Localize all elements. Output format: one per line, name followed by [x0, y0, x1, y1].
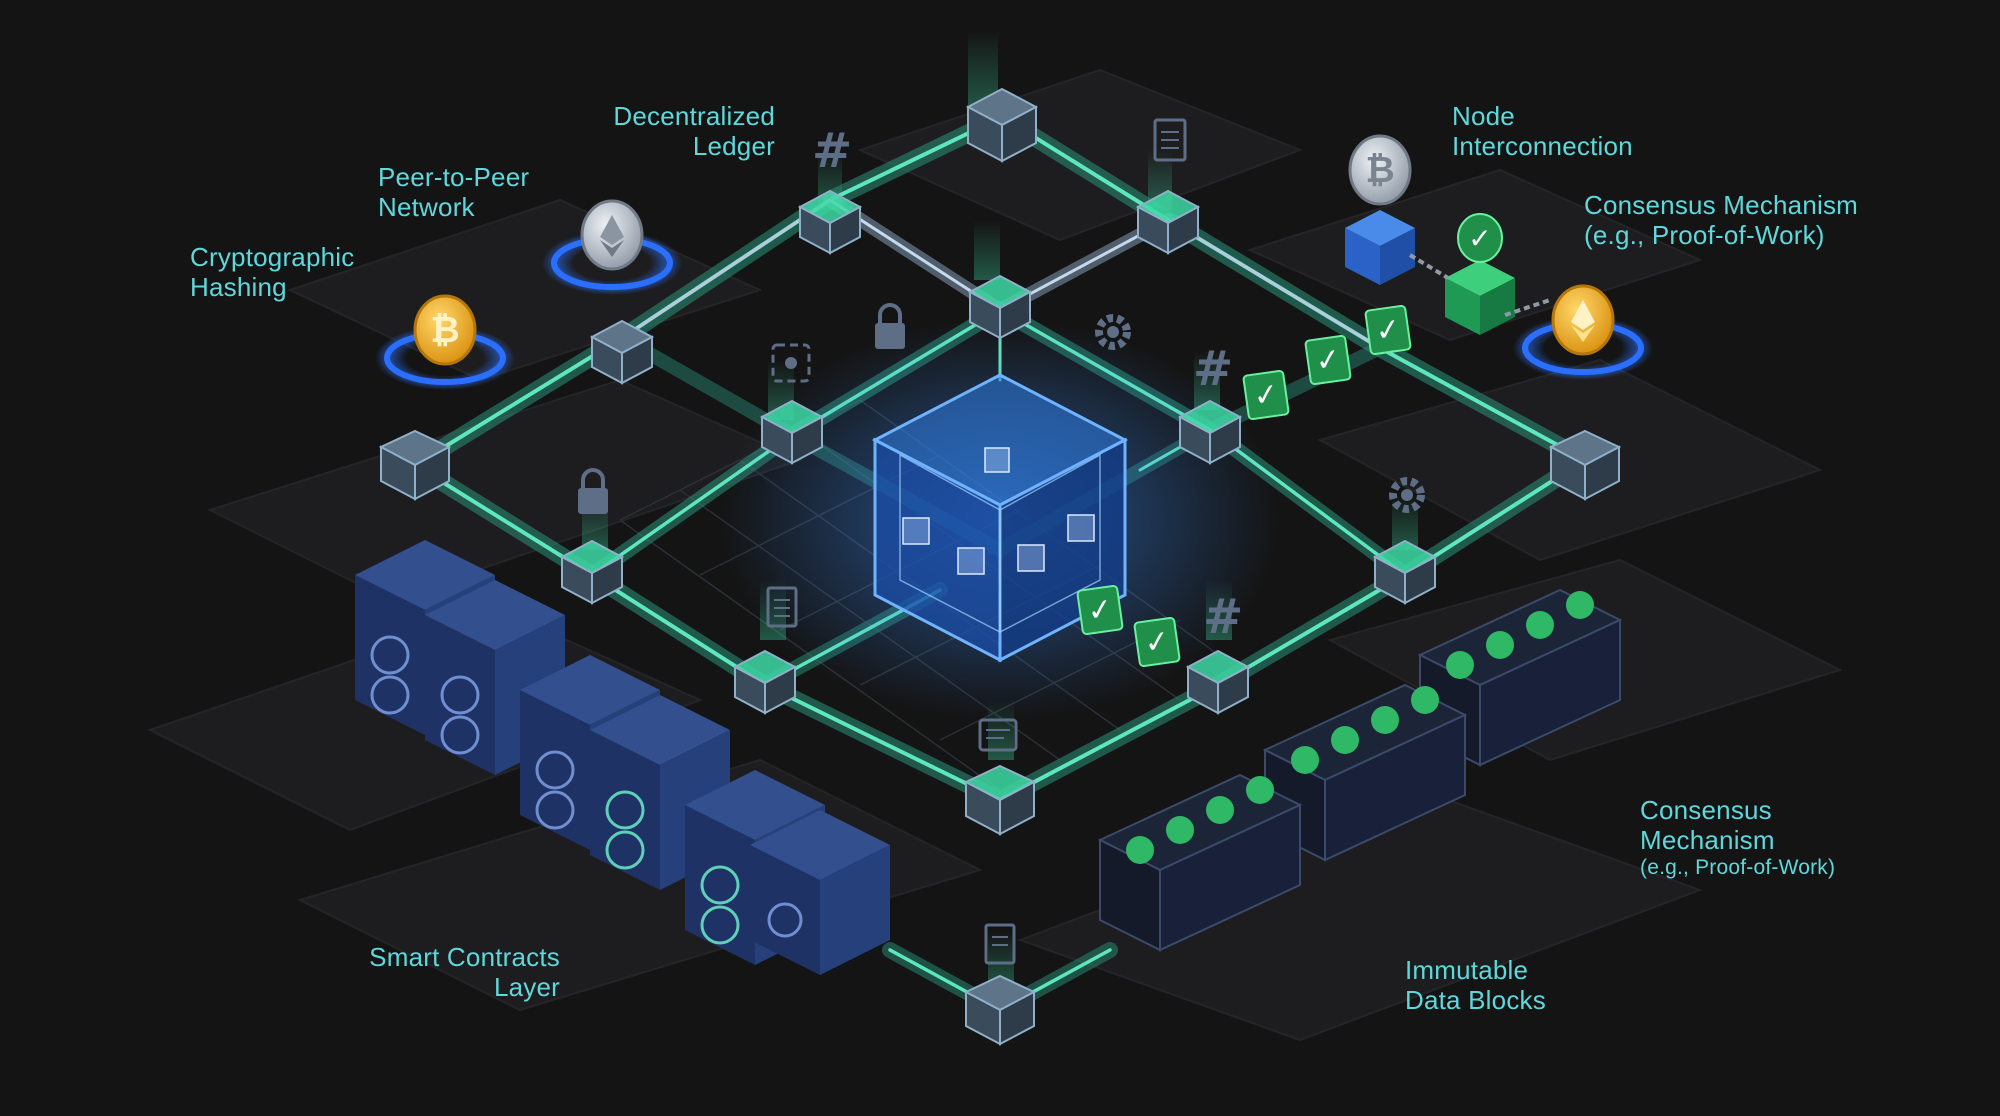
node — [966, 766, 1034, 834]
lock-icon — [875, 305, 905, 349]
svg-text:✓: ✓ — [1251, 376, 1281, 414]
check-icon: ✓ — [1243, 370, 1289, 419]
server-unit — [750, 810, 890, 975]
node — [800, 191, 860, 253]
hash-icon: # — [812, 123, 852, 179]
check-icon: ✓ — [1134, 617, 1180, 666]
hash-icon: # — [1193, 341, 1233, 397]
check-icon: ✓ — [1458, 214, 1502, 262]
bitcoin-icon: ₿ — [1365, 150, 1394, 191]
svg-text:✓: ✓ — [1468, 222, 1491, 255]
svg-text:✓: ✓ — [1142, 623, 1172, 661]
hash-icon: # — [1203, 589, 1243, 645]
label-consensus-mechanism-top: Consensus Mechanism(e.g., Proof-of-Work) — [1584, 190, 1858, 250]
check-icon: ✓ — [1077, 585, 1123, 634]
svg-text:✓: ✓ — [1373, 311, 1403, 349]
svg-text:✓: ✓ — [1085, 591, 1115, 629]
check-icon: ✓ — [1365, 305, 1411, 354]
bitcoin-icon: ₿ — [430, 310, 459, 351]
bitcoin-coin-silver: ₿ — [1350, 136, 1410, 204]
svg-text:✓: ✓ — [1313, 341, 1343, 379]
node — [966, 976, 1034, 1044]
check-icon: ✓ — [1305, 335, 1351, 384]
